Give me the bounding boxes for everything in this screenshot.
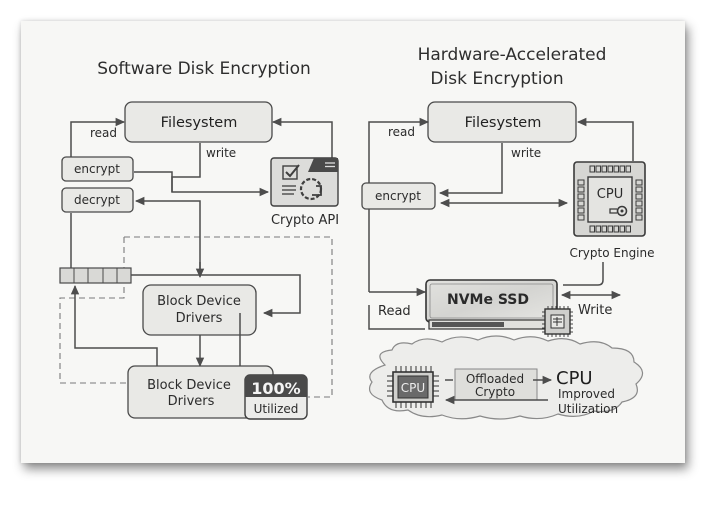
- software-encryption-panel: Software Disk Encryption Filesystem read…: [59, 59, 339, 420]
- improved-line2: Utilization: [558, 402, 618, 416]
- hw-read-label: read: [388, 125, 415, 139]
- ssd-controller-chip-icon: [542, 306, 573, 337]
- dashed-boundary-right: [124, 236, 333, 398]
- cloud-cpu-chip-icon: CPU: [387, 366, 439, 408]
- hw-read-arrow: [368, 117, 430, 292]
- encrypt-to-crypto-arrow: [134, 171, 270, 197]
- crypto-engine-label: Crypto Engine: [569, 246, 654, 260]
- chip-pin: [635, 186, 643, 193]
- write-line: [171, 143, 201, 192]
- block-driver-1-line2: Drivers: [176, 311, 223, 326]
- crypto-to-filesystem-arrow: [271, 117, 333, 158]
- chip-pin: [577, 200, 585, 207]
- chip-pin: [635, 179, 643, 186]
- block-driver-box-1: [142, 284, 257, 336]
- hardware-encryption-panel: Hardware-Accelerated Disk Encryption Fil…: [361, 45, 655, 420]
- chip-pin: [625, 165, 631, 173]
- offload-summary-cloud: CPU Offloaded Crypto CPU Improved Utiliz…: [369, 335, 644, 420]
- encrypt-label: encrypt: [74, 162, 120, 176]
- block-driver-2-line2: Drivers: [168, 394, 215, 409]
- ssd-read-return-line: [368, 305, 425, 330]
- chip-pin: [577, 193, 585, 200]
- write-label: write: [206, 146, 236, 160]
- crypto-api-label: Crypto API: [271, 213, 339, 228]
- utilization-badge: 100% Utilized: [244, 374, 308, 420]
- chip-pin: [635, 200, 643, 207]
- left-title: Software Disk Encryption: [97, 59, 311, 79]
- driver-to-queue-arrow: [70, 284, 158, 366]
- chip-pin: [635, 207, 643, 214]
- chip-pin: [613, 165, 619, 173]
- decrypt-return-arrow: [134, 196, 201, 274]
- improved-line1: Improved: [558, 387, 615, 401]
- crypto-engine-cpu-icon: CPU: [573, 161, 646, 237]
- chip-pin: [601, 225, 607, 233]
- block-driver-1-line1: Block Device: [157, 294, 241, 309]
- hw-write-label: write: [511, 146, 541, 160]
- hw-filesystem-label: Filesystem: [465, 115, 542, 131]
- queue-loop-arrow: [131, 274, 301, 318]
- crypto-api-icon: [270, 157, 339, 207]
- chip-pin: [577, 179, 585, 186]
- engine-to-filesystem-arrow: [576, 117, 634, 161]
- decrypt-label: decrypt: [74, 193, 120, 207]
- block-driver-2-line1: Block Device: [147, 378, 231, 393]
- read-label: read: [90, 126, 117, 140]
- chip-pin: [607, 165, 613, 173]
- encrypt-box: [61, 156, 134, 182]
- hw-encrypt-box: [361, 182, 436, 210]
- decrypt-box: [61, 187, 134, 213]
- chip-pin: [607, 225, 613, 233]
- cloud-cpu-chip-text: CPU: [401, 381, 425, 395]
- filesystem-label: Filesystem: [161, 115, 238, 131]
- cloud-cpu-big: CPU: [556, 368, 593, 389]
- dashed-boundary-left: [59, 237, 128, 384]
- badge-label: Utilized: [254, 402, 299, 416]
- chip-pin: [601, 165, 607, 173]
- chip-pin: [619, 225, 625, 233]
- right-title-line1: Hardware-Accelerated: [418, 45, 607, 65]
- ssd-read-label: Read: [378, 304, 411, 319]
- read-arrow: [70, 117, 126, 157]
- engine-to-ssd-line: [563, 262, 604, 286]
- chip-pin: [635, 214, 643, 221]
- chip-pin: [635, 193, 643, 200]
- chip-pin: [595, 225, 601, 233]
- hw-encrypt-label: encrypt: [375, 189, 421, 203]
- nvme-ssd: NVMe SSD: [425, 279, 558, 330]
- chip-pin: [595, 165, 601, 173]
- request-queue: [59, 267, 132, 284]
- ssd-write-label: Write: [578, 303, 612, 318]
- chip-pin: [577, 207, 585, 214]
- chip-pin: [589, 225, 595, 233]
- chip-pin: [613, 225, 619, 233]
- chip-pin: [577, 186, 585, 193]
- chip-pin: [619, 165, 625, 173]
- crypto-engine-cpu-text: CPU: [597, 187, 623, 202]
- offloaded-line1: Offloaded: [466, 372, 524, 386]
- badge-value: 100%: [251, 379, 300, 398]
- hw-write-arrow: [438, 143, 503, 198]
- offloaded-line2: Crypto: [475, 385, 515, 399]
- chip-pin: [625, 225, 631, 233]
- chip-pin: [577, 214, 585, 221]
- chip-pin: [589, 165, 595, 173]
- right-title-line2: Disk Encryption: [430, 69, 563, 89]
- nvme-label: NVMe SSD: [447, 292, 529, 308]
